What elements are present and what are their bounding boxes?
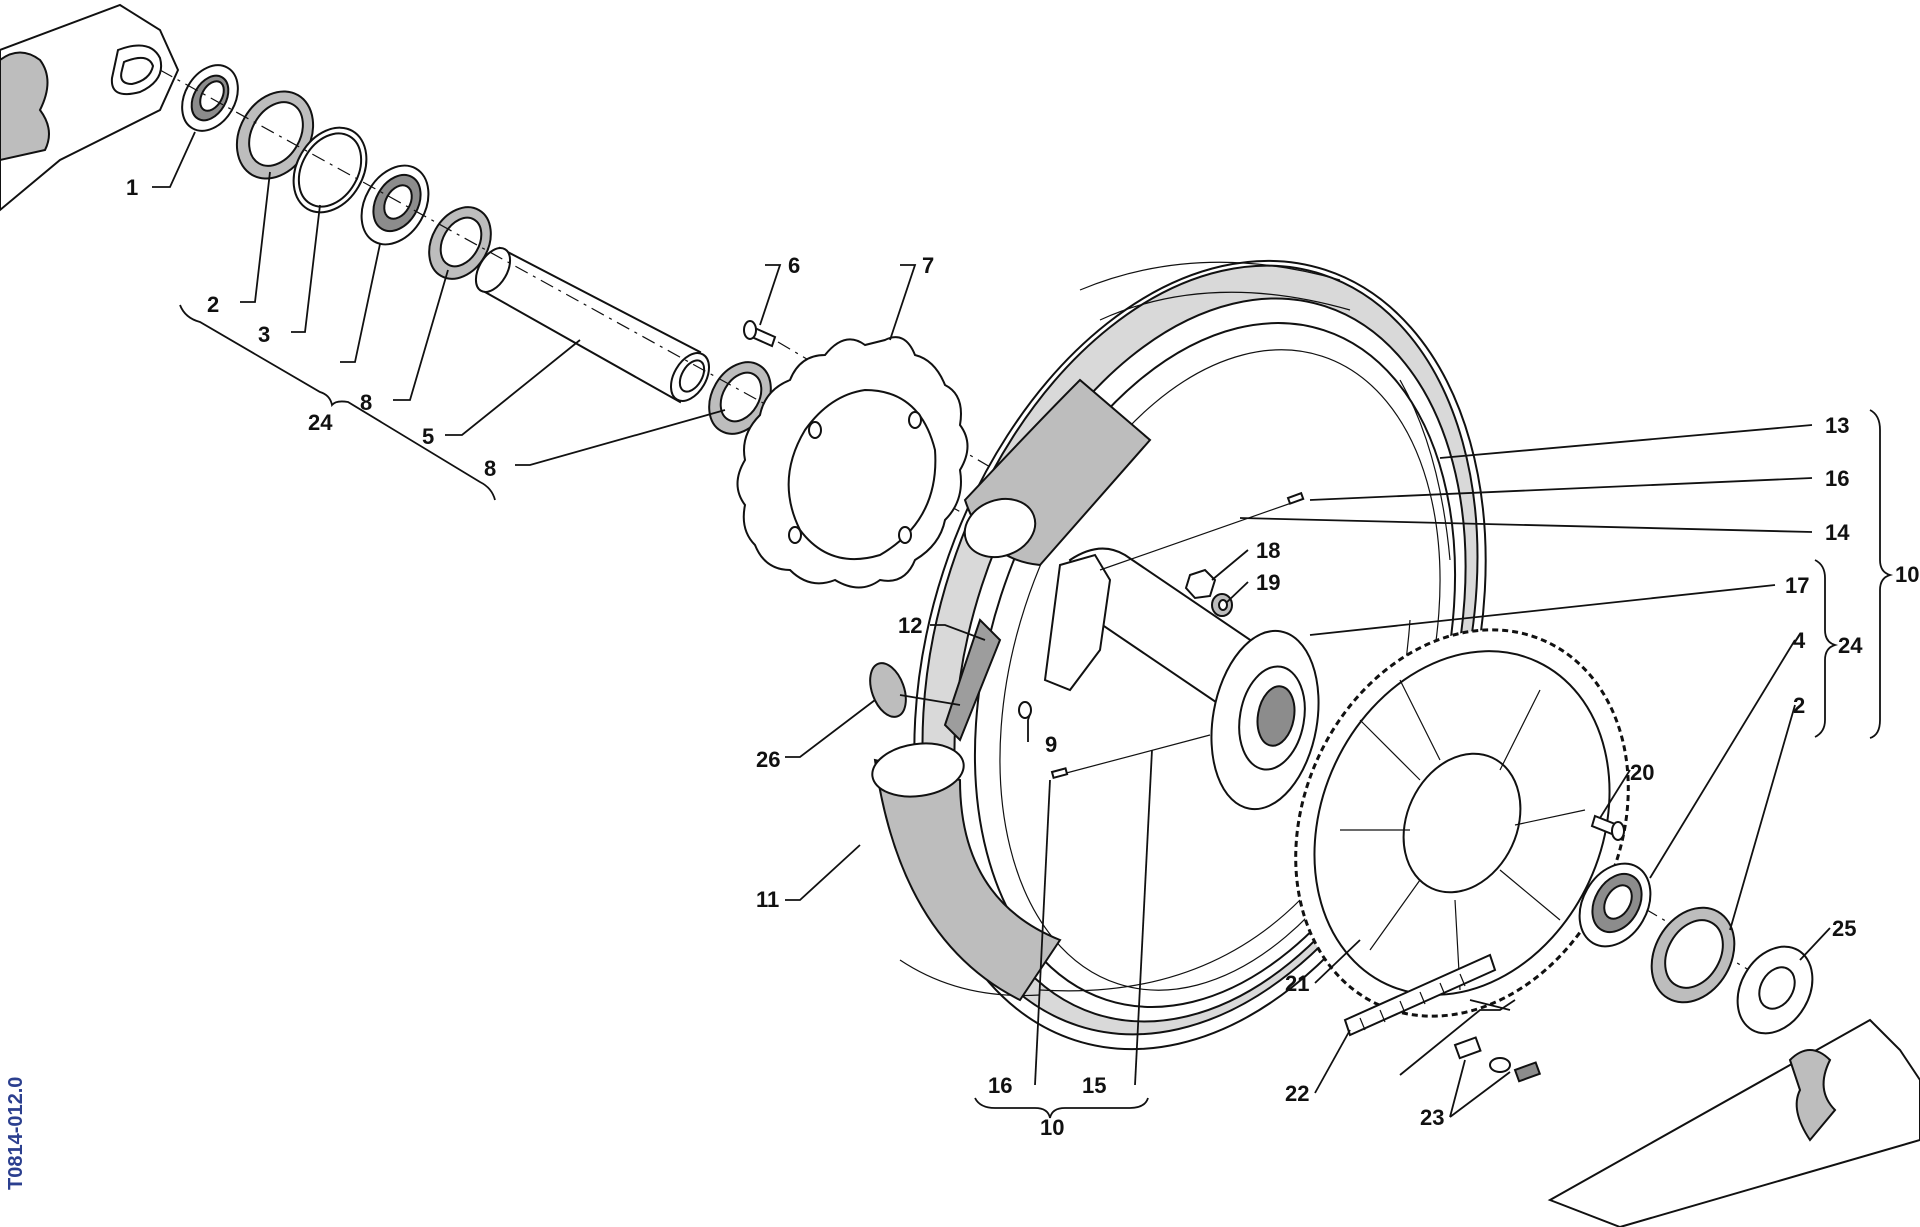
spacer-tube-5 <box>474 246 710 404</box>
callout-8-lower: 8 <box>484 456 496 481</box>
spacer-8-upper <box>428 206 492 280</box>
drawing-code: T0814-012.0 <box>5 1077 27 1190</box>
swingarm-right <box>1547 1018 1920 1227</box>
bolt-20 <box>1590 814 1625 841</box>
bearing-4-right <box>1578 862 1652 948</box>
callout-1: 1 <box>126 175 138 200</box>
washer-19 <box>1211 593 1233 617</box>
callout-22: 22 <box>1285 1081 1309 1106</box>
bracket-10-bottom <box>974 1097 1149 1119</box>
chain-22 <box>1343 953 1497 1037</box>
leader-lines <box>152 131 1831 1118</box>
bracket-24-left <box>179 304 496 501</box>
bracket-10-right <box>1869 409 1894 739</box>
callout-25: 25 <box>1832 916 1856 941</box>
seal-1 <box>181 64 239 132</box>
callout-5: 5 <box>422 424 434 449</box>
callout-12: 12 <box>898 613 922 638</box>
callout-6: 6 <box>788 253 800 278</box>
spacer-25 <box>1736 945 1814 1035</box>
callout-7: 7 <box>922 253 934 278</box>
chain-link-23 <box>1453 1036 1542 1083</box>
bearing-4 <box>360 164 430 246</box>
callout-2: 2 <box>207 292 219 317</box>
callout-10-right: 10 <box>1895 562 1919 587</box>
callout-2-right: 2 <box>1793 693 1805 718</box>
callout-23: 23 <box>1420 1105 1444 1130</box>
nut-9 <box>1018 701 1032 719</box>
spacer-8-lower <box>708 361 772 435</box>
callout-24-right: 24 <box>1838 633 1863 658</box>
nut-18 <box>1184 568 1217 600</box>
inner-tube-11 <box>871 378 1152 1002</box>
callout-16-upper: 16 <box>1825 466 1849 491</box>
callout-14: 14 <box>1825 520 1850 545</box>
callout-4-right: 4 <box>1793 628 1806 653</box>
hub <box>1043 547 1320 811</box>
axle-axis <box>159 69 1121 601</box>
spokes-14-15 <box>1050 491 1305 780</box>
brake-disc-7 <box>736 336 969 589</box>
sprocket-21 <box>1294 628 1630 1018</box>
swingarm-left <box>0 3 180 212</box>
group-brackets <box>179 304 1894 1119</box>
callout-13: 13 <box>1825 413 1849 438</box>
circlip-3 <box>292 126 368 214</box>
callout-10-bottom: 10 <box>1040 1115 1064 1140</box>
bracket-24-right <box>1814 559 1839 738</box>
callout-15: 15 <box>1082 1073 1106 1098</box>
valve-26 <box>869 662 961 718</box>
rim-tape-12 <box>943 618 1002 742</box>
spacer-2-right <box>1650 906 1736 1004</box>
callout-17: 17 <box>1785 573 1809 598</box>
callout-16-lower: 16 <box>988 1073 1012 1098</box>
callout-8-upper: 8 <box>360 390 372 415</box>
callout-19: 19 <box>1256 570 1280 595</box>
callout-3: 3 <box>258 322 270 347</box>
callout-24-left: 24 <box>308 410 333 435</box>
callout-21: 21 <box>1285 971 1309 996</box>
callout-11: 11 <box>756 887 779 912</box>
callout-26: 26 <box>756 747 780 772</box>
callout-20: 20 <box>1630 760 1654 785</box>
callout-labels: 1 2 3 8 24 5 8 6 7 12 26 9 11 13 16 14 1… <box>126 175 1919 1140</box>
callout-18: 18 <box>1256 538 1280 563</box>
callout-9: 9 <box>1045 732 1057 757</box>
